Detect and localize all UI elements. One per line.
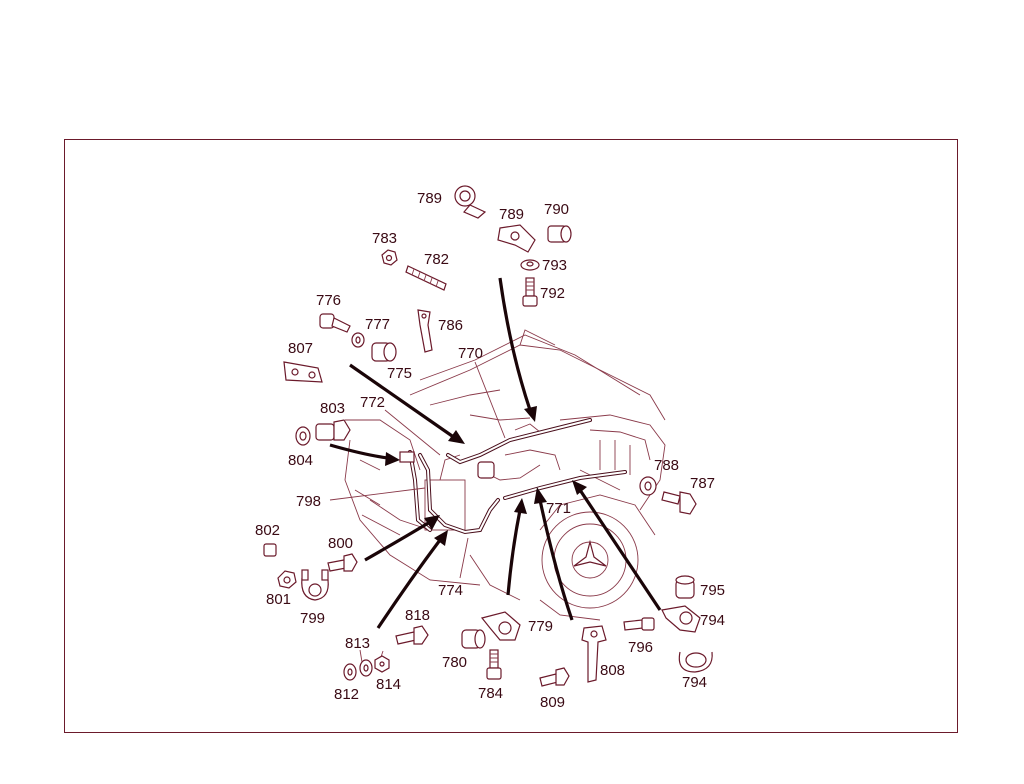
label-808: 808 bbox=[600, 662, 625, 679]
sleeve-775-icon bbox=[371, 342, 397, 362]
label-798: 798 bbox=[296, 493, 321, 510]
label-794-lower: 794 bbox=[682, 674, 707, 691]
label-771: 771 bbox=[546, 500, 571, 517]
bolt-776-icon bbox=[319, 313, 351, 333]
leader-lines bbox=[329, 361, 506, 663]
sleeve-790-icon bbox=[547, 225, 572, 243]
arrows bbox=[329, 277, 662, 629]
part-labels: 789 789 790 793 792 783 782 786 776 777 … bbox=[255, 190, 725, 711]
label-783: 783 bbox=[372, 230, 397, 247]
label-788: 788 bbox=[654, 457, 679, 474]
bolt-818-icon bbox=[395, 625, 429, 645]
washer-813-icon bbox=[359, 659, 373, 677]
label-775: 775 bbox=[387, 365, 412, 382]
bolt-800-icon bbox=[327, 553, 358, 572]
label-809: 809 bbox=[540, 694, 565, 711]
clamp-779-icon bbox=[480, 611, 521, 641]
label-787: 787 bbox=[690, 475, 715, 492]
sleeve-780-icon bbox=[461, 629, 486, 649]
label-793: 793 bbox=[542, 257, 567, 274]
nut-801-icon bbox=[277, 570, 297, 589]
bolt-784-icon bbox=[486, 649, 502, 680]
label-786: 786 bbox=[438, 317, 463, 334]
label-814: 814 bbox=[376, 676, 401, 693]
bracket-789-icon bbox=[497, 224, 536, 253]
nut-814-icon bbox=[374, 655, 390, 673]
stud-782-icon bbox=[405, 265, 447, 291]
label-804: 804 bbox=[288, 452, 313, 469]
label-779: 779 bbox=[528, 618, 553, 635]
bolt-787-icon bbox=[661, 491, 697, 515]
label-774: 774 bbox=[438, 582, 463, 599]
label-807: 807 bbox=[288, 340, 313, 357]
bolt-809-icon bbox=[539, 667, 570, 687]
label-780: 780 bbox=[442, 654, 467, 671]
label-812: 812 bbox=[334, 686, 359, 703]
label-790: 790 bbox=[544, 201, 569, 218]
label-813: 813 bbox=[345, 635, 370, 652]
bolt-792-icon bbox=[522, 277, 538, 307]
nut-783-icon bbox=[381, 249, 398, 266]
label-818: 818 bbox=[405, 607, 430, 624]
label-772: 772 bbox=[360, 394, 385, 411]
fitting-803-icon bbox=[315, 419, 351, 441]
label-795: 795 bbox=[700, 582, 725, 599]
label-784: 784 bbox=[478, 685, 503, 702]
label-789-top: 789 bbox=[417, 190, 442, 207]
clamp-789-top-icon bbox=[454, 185, 487, 219]
sleeve-795-icon bbox=[675, 575, 695, 599]
label-782: 782 bbox=[424, 251, 449, 268]
label-800: 800 bbox=[328, 535, 353, 552]
label-799: 799 bbox=[300, 610, 325, 627]
hose-lines bbox=[399, 418, 627, 535]
clamp-799-icon bbox=[301, 569, 329, 601]
washer-812-icon bbox=[343, 663, 357, 681]
nut-802-icon bbox=[263, 543, 277, 557]
label-792: 792 bbox=[540, 285, 565, 302]
label-770: 770 bbox=[458, 345, 483, 362]
diagram-frame bbox=[64, 139, 958, 733]
label-803: 803 bbox=[320, 400, 345, 417]
bracket-786-icon bbox=[417, 309, 433, 353]
washer-788-icon bbox=[639, 476, 657, 496]
washer-777-icon bbox=[351, 332, 365, 348]
label-794-upper: 794 bbox=[700, 612, 725, 629]
bracket-807-icon bbox=[283, 361, 323, 383]
clamp-794-lower-icon bbox=[678, 651, 713, 673]
washer-804-icon bbox=[295, 426, 311, 446]
clamp-794-upper-icon bbox=[661, 605, 701, 633]
label-802: 802 bbox=[255, 522, 280, 539]
label-776: 776 bbox=[316, 292, 341, 309]
label-796: 796 bbox=[628, 639, 653, 656]
parts bbox=[263, 185, 713, 687]
label-801: 801 bbox=[266, 591, 291, 608]
label-789: 789 bbox=[499, 206, 524, 223]
washer-793-icon bbox=[520, 259, 540, 271]
bolt-796-icon bbox=[623, 617, 655, 631]
label-777: 777 bbox=[365, 316, 390, 333]
bracket-808-icon bbox=[581, 625, 607, 683]
